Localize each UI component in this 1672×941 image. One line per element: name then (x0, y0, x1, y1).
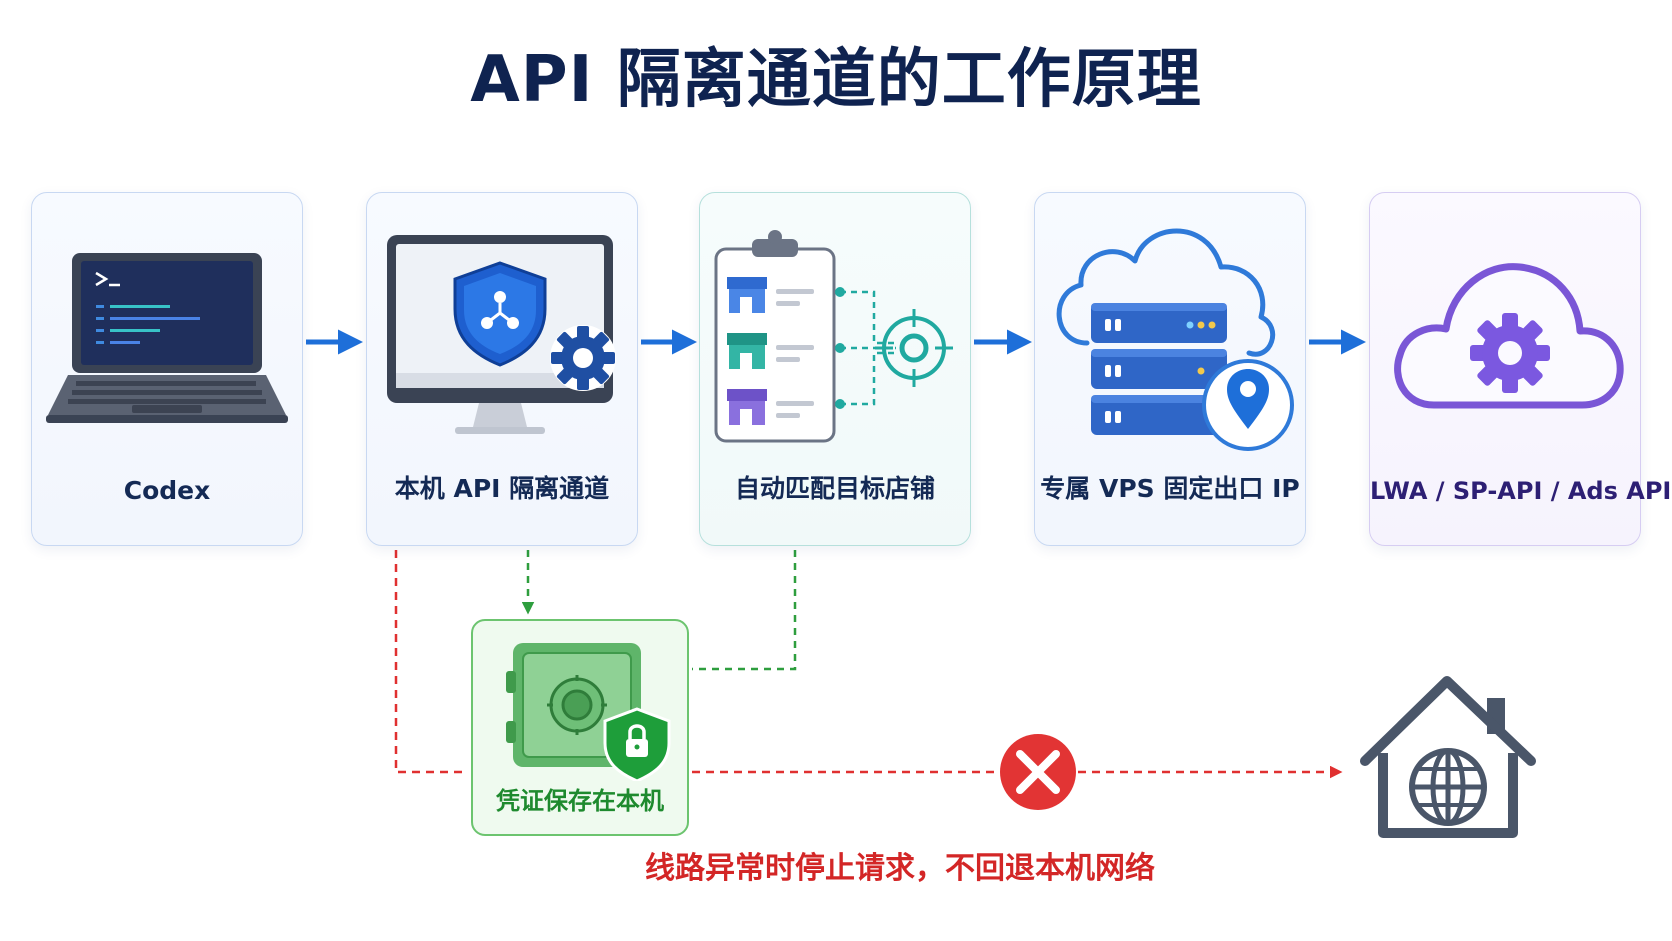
node-amazon-apis: LWA / SP-API / Ads API (1369, 192, 1672, 546)
node-dedicated-vps: 专属 VPS 固定出口 IP (1034, 192, 1306, 546)
location-pin-icon (1202, 359, 1294, 451)
store-icon-teal (727, 333, 767, 369)
blocked-path-left (394, 550, 468, 774)
server-stack (1091, 303, 1227, 435)
node-label: 自动匹配目标店铺 (734, 474, 935, 503)
clipboard-stores-target-icon (714, 230, 953, 443)
page-title: API 隔离通道的工作原理 (470, 43, 1202, 117)
store-icon-purple (727, 389, 767, 425)
target-icon (875, 309, 953, 387)
blocked-x-icon (1000, 734, 1076, 810)
monitor-shield-gear-icon (387, 235, 616, 434)
store-icon-blue (727, 277, 767, 313)
node-codex: Codex (31, 192, 303, 546)
safe-lock-icon (506, 643, 671, 781)
node-label: LWA / SP-API / Ads API (1370, 477, 1672, 505)
node-label: 本机 API 隔离通道 (394, 474, 610, 503)
node-local-api-tunnel: 本机 API 隔离通道 (366, 192, 638, 546)
node-auto-match-store: 自动匹配目标店铺 (699, 192, 971, 546)
credential-link-store (692, 550, 797, 671)
credential-label: 凭证保存在本机 (496, 787, 664, 815)
node-label: Codex (123, 476, 211, 505)
cloud-gear-icon (1394, 263, 1624, 409)
home-globe-icon (1360, 676, 1536, 838)
warning-text: 线路异常时停止请求，不回退本机网络 (645, 851, 1155, 886)
credential-safe: 凭证保存在本机 (471, 619, 689, 836)
node-label: 专属 VPS 固定出口 IP (1040, 474, 1300, 503)
laptop-terminal-icon (46, 253, 288, 423)
cloud-server-location-icon (1056, 228, 1294, 451)
